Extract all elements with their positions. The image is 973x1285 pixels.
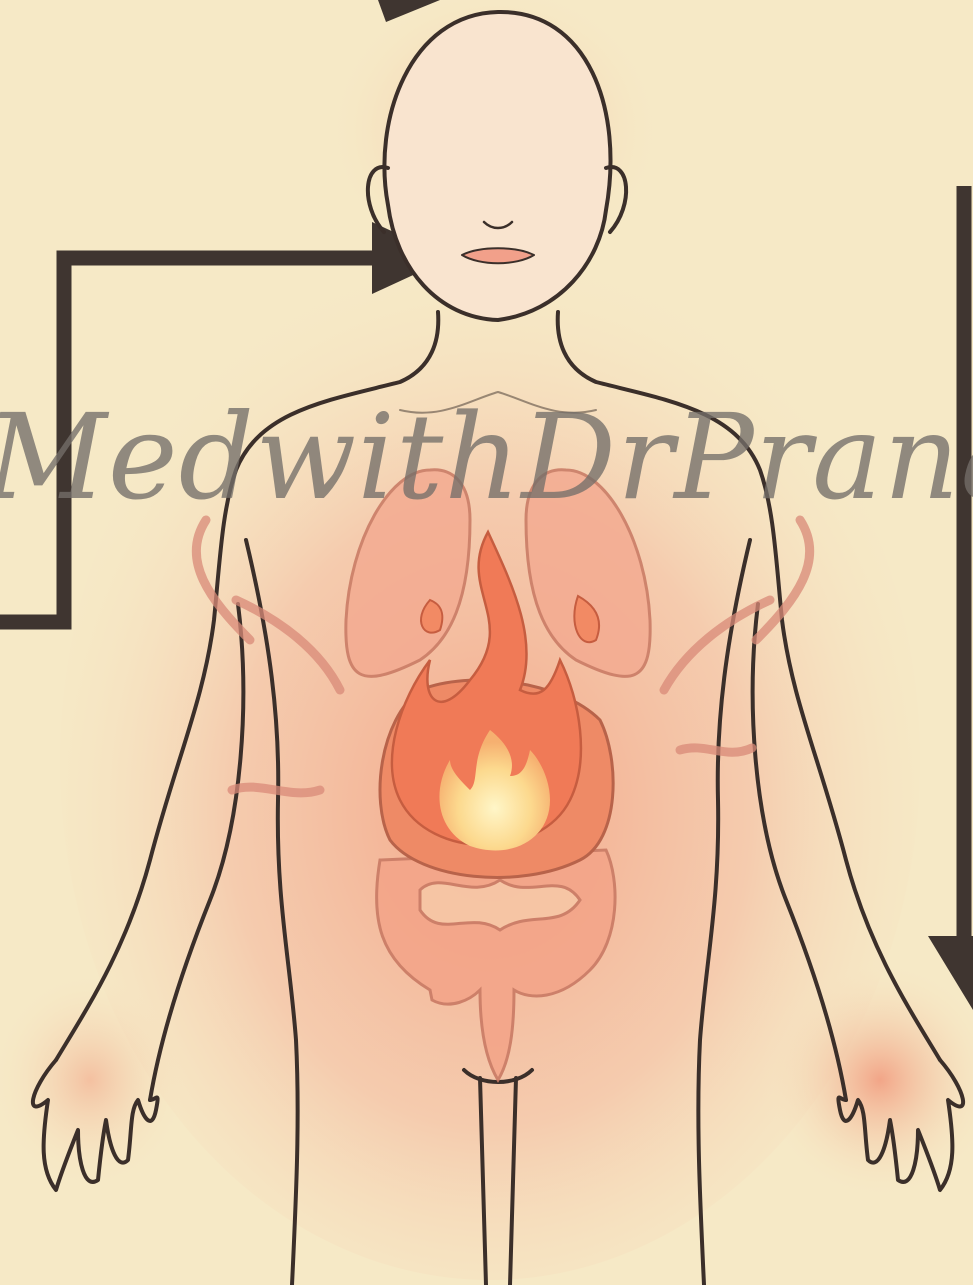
human-body-heat-diagram: [0, 0, 973, 1285]
illustration-stage: MedwithDrPranav: [0, 0, 973, 1285]
